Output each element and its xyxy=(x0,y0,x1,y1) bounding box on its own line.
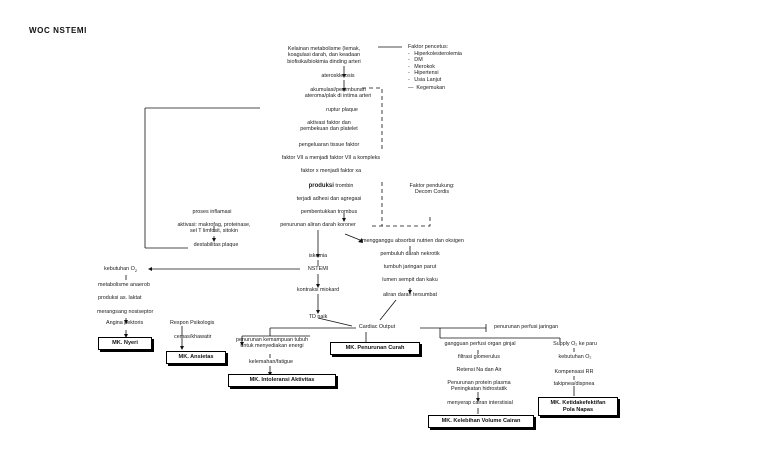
takipnea-text: takipnea/dispnea xyxy=(553,381,595,387)
center-line3: biofisika/biokimia dinding arteri xyxy=(287,58,361,65)
tersumbat-text: aliran darah tersumbat xyxy=(383,292,437,298)
penurunan-kemampuan-text: penurunan kemampuan tubuh untuk menyedia… xyxy=(222,337,322,350)
proses-inflamasi-text: proses inflamasi xyxy=(192,209,232,215)
ruptur-plaque-text: ruptur plaque xyxy=(326,107,358,113)
mk-ansietas-box: MK. Ansietas xyxy=(166,351,226,364)
respon-psikologis-text: Respon Psikologis xyxy=(170,320,215,326)
aterosklerosis-text: aterosklerosis xyxy=(321,73,355,79)
pendukung-line2: Decom Cordis xyxy=(414,189,450,196)
protein-text: Penurunan protein plasma Peningkatan hid… xyxy=(436,380,522,393)
center-line1: Kelainan metabolisme (lemak, xyxy=(287,46,361,52)
mk-nyeri-box: MK. Nyeri xyxy=(98,337,152,350)
faktor-x-text: faktor x menjadi faktor xa xyxy=(300,168,362,174)
adhesi-text: terjadi adhesi dan agregasi xyxy=(296,196,362,202)
protein-line1: Penurunan protein plasma xyxy=(447,380,511,386)
penurunan-aliran-text: penurunan aliran darah koroner xyxy=(280,222,356,228)
page-title: WOC NSTEMI xyxy=(29,26,87,35)
produksi-trombin-text: produksi trombin xyxy=(270,183,392,189)
penurunan-perfusi-text: penurunan perfusi jaringan xyxy=(494,324,559,330)
pola-line2: Pola Napas xyxy=(562,406,594,413)
angina-text: Angina pektoris xyxy=(106,320,144,326)
akumulasi-text: akumulasi/penimbunan ateroma/plak di int… xyxy=(274,87,402,100)
aktivasi-faktor-text: aktivasi faktor dan pembekuan dan platel… xyxy=(270,120,388,133)
kelainan-metabolisme-text: Kelainan metabolisme (lemak, koagulasi d… xyxy=(270,46,378,65)
pencetus-item: - DM xyxy=(408,57,423,64)
nosiseptor-text: merangsang nosiseptor xyxy=(97,309,154,315)
filtrasi-text: filtrasi glomerulus xyxy=(458,354,500,360)
mk-pola-napas-box: MK. Ketidakefektifan Pola Napas xyxy=(538,397,618,417)
supply-o2-text: Supply O₂ ke paru xyxy=(553,341,597,347)
center-line2: koagulasi darah, dan keadaan xyxy=(287,52,361,59)
produksi-rest: trombin xyxy=(335,183,354,189)
kemampuan-line1: penurunan kemampuan tubuh xyxy=(236,337,308,343)
pencetus-list: - Hiperkolesterolemia - DM - Merokok - H… xyxy=(408,51,462,91)
menyerap-text: menyerap cairan interstisial xyxy=(447,400,513,406)
aktivasi-makrofag-text: aktivasi: makrofag, proteinase, sel T li… xyxy=(168,222,260,235)
retensi-text: Retensi Na dan Air xyxy=(456,367,502,373)
kelemahan-text: kelemahan/fatigue xyxy=(248,359,294,365)
faktor-pencetus-label: Faktor pencetus: xyxy=(408,44,449,50)
mk-penurunan-curah-box: MK. Penurunan Curah xyxy=(330,342,420,355)
jaringan-parut-text: tumbuh jaringan parut xyxy=(383,264,437,270)
iskemia-text: iskemia xyxy=(308,253,328,259)
mk-intoleransi-box: MK. Intoleransi Aktivitas xyxy=(228,374,336,387)
lumen-text: lumen sempit dan kaku xyxy=(382,277,438,283)
metabolisme-anaerob-text: metabolisme anaerob xyxy=(98,282,150,288)
kebutuhan-o2-text: kebutuhan O2 xyxy=(104,266,138,274)
kontraksi-text: kontraksi miokard xyxy=(296,287,340,293)
pencetus-item: - Usia Lanjut xyxy=(408,76,442,83)
pencetus-item: - Hipertensi xyxy=(408,70,439,77)
pencetus-item: - Hiperkolesterolemia xyxy=(408,51,462,57)
makrofag-line1: aktivasi: makrofag, proteinase, xyxy=(177,222,251,228)
faktor-pendukung-text: Faktor pendukung: Decom Cordis xyxy=(400,183,464,196)
aktivasi-line1: aktivasi faktor dan xyxy=(307,120,351,126)
kebutuhan-o2-right-text: kebutuhan O₂ xyxy=(558,354,592,360)
faktor-vii-text: faktor VII a menjadi faktor VII a komple… xyxy=(281,155,381,161)
pendukung-line1: Faktor pendukung: xyxy=(409,183,455,189)
absorbsi-text: mengganggu absorbsi nutrien dan oksigen xyxy=(362,238,464,244)
nekrotik-text: pembuluh darah nekrotik xyxy=(380,251,440,257)
destabilitas-text: destabilitas plaque xyxy=(193,242,239,248)
nstemi-text: NSTEMI xyxy=(307,266,329,272)
cemas-text: cemas/khawatir xyxy=(174,334,212,340)
akumulasi-line2: ateroma/plak di intima arteri xyxy=(304,93,372,100)
mk-kelebihan-box: MK. Kelebihan Volume Cairan xyxy=(428,415,534,428)
pencetus-item: - Merokok xyxy=(408,63,435,70)
td-naik-text: TD naik xyxy=(308,314,328,320)
produksi-bold: produksi xyxy=(308,183,334,189)
kompensasi-text: Kompensasi RR xyxy=(554,369,594,375)
gangguan-ginjal-text: gangguan perfusi organ ginjal xyxy=(444,341,516,347)
protein-line2: Peningkatan hidrostatik xyxy=(450,386,508,393)
produksi-laktat-text: produksi as. laktat xyxy=(98,295,142,301)
makrofag-line2: sel T limfosit, sitokin xyxy=(189,228,239,235)
akumulasi-line1: akumulasi/penimbunan xyxy=(310,87,366,93)
pola-line1: MK. Ketidakefektifan xyxy=(550,400,606,406)
trombus-text: pembentukkan trombus xyxy=(300,209,358,215)
tissue-faktor-text: pengeluaran tissue faktor xyxy=(298,142,360,148)
aktivasi-line2: pembekuan dan platelet xyxy=(300,126,358,133)
cardiac-output-text: Cardiac Output xyxy=(358,324,396,330)
pencetus-item: — Kegemukan xyxy=(408,85,446,92)
kemampuan-line2: untuk menyediakan energi xyxy=(240,343,304,350)
